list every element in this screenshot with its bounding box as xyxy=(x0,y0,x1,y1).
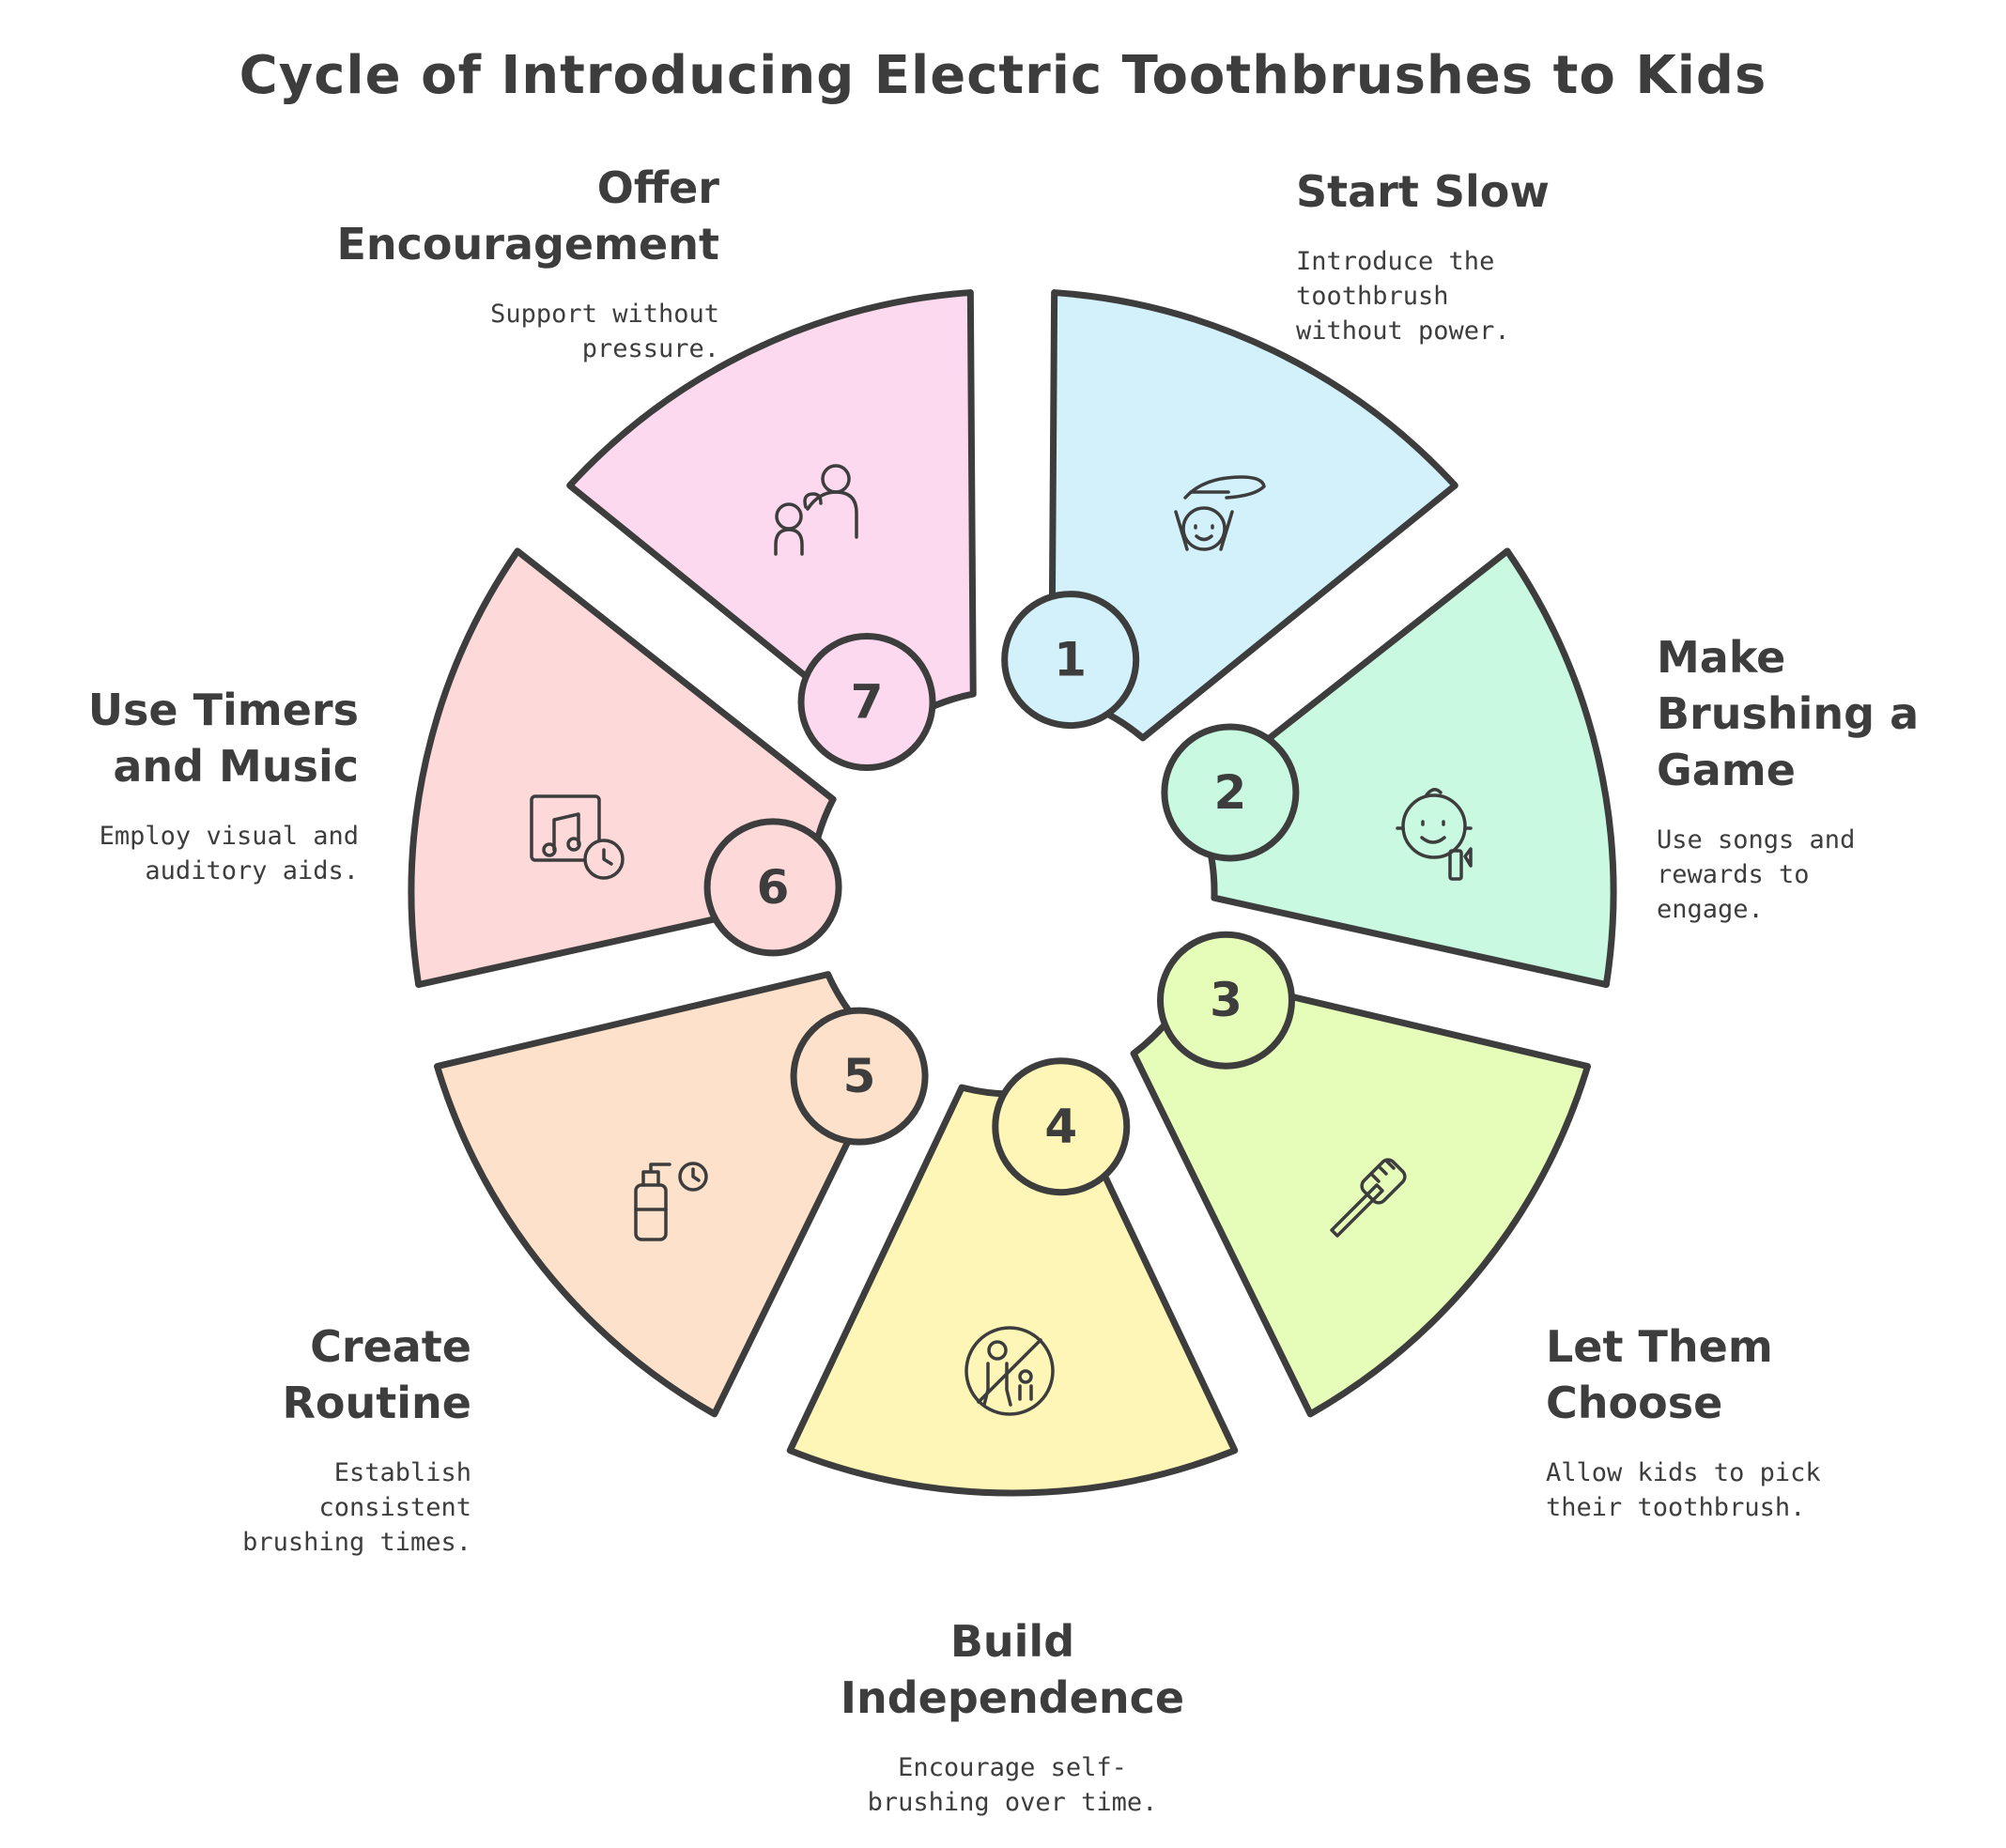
step-badge-circle-5 xyxy=(790,1007,929,1146)
step-1-label: Start Slow Introduce the toothbrush with… xyxy=(1296,163,1550,348)
step-3-label: Let Them Choose Allow kids to pick their… xyxy=(1546,1318,1821,1525)
toothpaste-clock-icon xyxy=(634,1162,708,1241)
step-7-description: Support without pressure. xyxy=(490,300,719,363)
step-number-1: 1 xyxy=(1054,633,1087,687)
hand-over-baby-icon xyxy=(1174,475,1266,551)
step-7-heading: Offer Encouragement xyxy=(336,162,719,270)
step-number-2: 2 xyxy=(1214,765,1247,820)
step-badge-1: 1 xyxy=(1001,591,1140,730)
step-5-label: Create Routine Establish consistent brus… xyxy=(169,1318,471,1560)
step-badge-6: 6 xyxy=(703,818,842,957)
step-badge-7: 7 xyxy=(797,633,936,772)
toothbrush-icon xyxy=(1330,1158,1407,1238)
step-badge-circle-4 xyxy=(992,1057,1131,1196)
step-2-heading: Make Brushing a Game xyxy=(1657,632,1920,795)
step-4-description: Encourage self- brushing over time. xyxy=(867,1753,1158,1817)
step-number-7: 7 xyxy=(851,675,884,730)
step-6-heading: Use Timers and Music xyxy=(87,685,359,792)
step-3-heading: Let Them Choose xyxy=(1546,1321,1773,1428)
step-2-description: Use songs and rewards to engage. xyxy=(1657,825,1856,924)
step-badge-circle-2 xyxy=(1161,723,1300,862)
step-6-label: Use Timers and Music Employ visual and a… xyxy=(56,682,359,888)
step-badge-circle-7 xyxy=(797,633,936,772)
step-badge-4: 4 xyxy=(992,1057,1131,1196)
step-badge-2: 2 xyxy=(1161,723,1300,862)
step-1-description: Introduce the toothbrush without power. xyxy=(1296,247,1510,346)
baby-with-toothbrush-icon xyxy=(1396,788,1473,881)
step-5-heading: Create Routine xyxy=(282,1321,471,1428)
step-number-4: 4 xyxy=(1044,1100,1077,1154)
step-5-description: Establish consistent brushing times. xyxy=(242,1458,471,1557)
step-number-3: 3 xyxy=(1210,973,1242,1027)
step-4-heading: Build Independence xyxy=(840,1616,1185,1723)
step-7-label: Offer Encouragement Support without pres… xyxy=(250,160,719,366)
step-number-5: 5 xyxy=(843,1049,876,1103)
page-title: Cycle of Introducing Electric Toothbrush… xyxy=(239,45,1767,106)
step-6-description: Employ visual and auditory aids. xyxy=(99,822,359,886)
music-timer-icon xyxy=(530,794,625,880)
step-badge-circle-6 xyxy=(703,818,842,957)
step-1-heading: Start Slow xyxy=(1296,166,1550,217)
step-number-6: 6 xyxy=(757,860,790,915)
step-2-label: Make Brushing a Game Use songs and rewar… xyxy=(1657,629,1919,927)
step-3-description: Allow kids to pick their toothbrush. xyxy=(1546,1458,1821,1522)
no-parent-help-icon xyxy=(964,1326,1055,1416)
step-badge-circle-1 xyxy=(1001,591,1140,730)
step-4-label: Build Independence Encourage self- brush… xyxy=(721,1613,1304,1820)
adult-supporting-child-icon xyxy=(774,464,858,556)
step-badge-circle-3 xyxy=(1156,931,1295,1070)
step-badge-5: 5 xyxy=(790,1007,929,1146)
step-badge-3: 3 xyxy=(1156,931,1295,1070)
